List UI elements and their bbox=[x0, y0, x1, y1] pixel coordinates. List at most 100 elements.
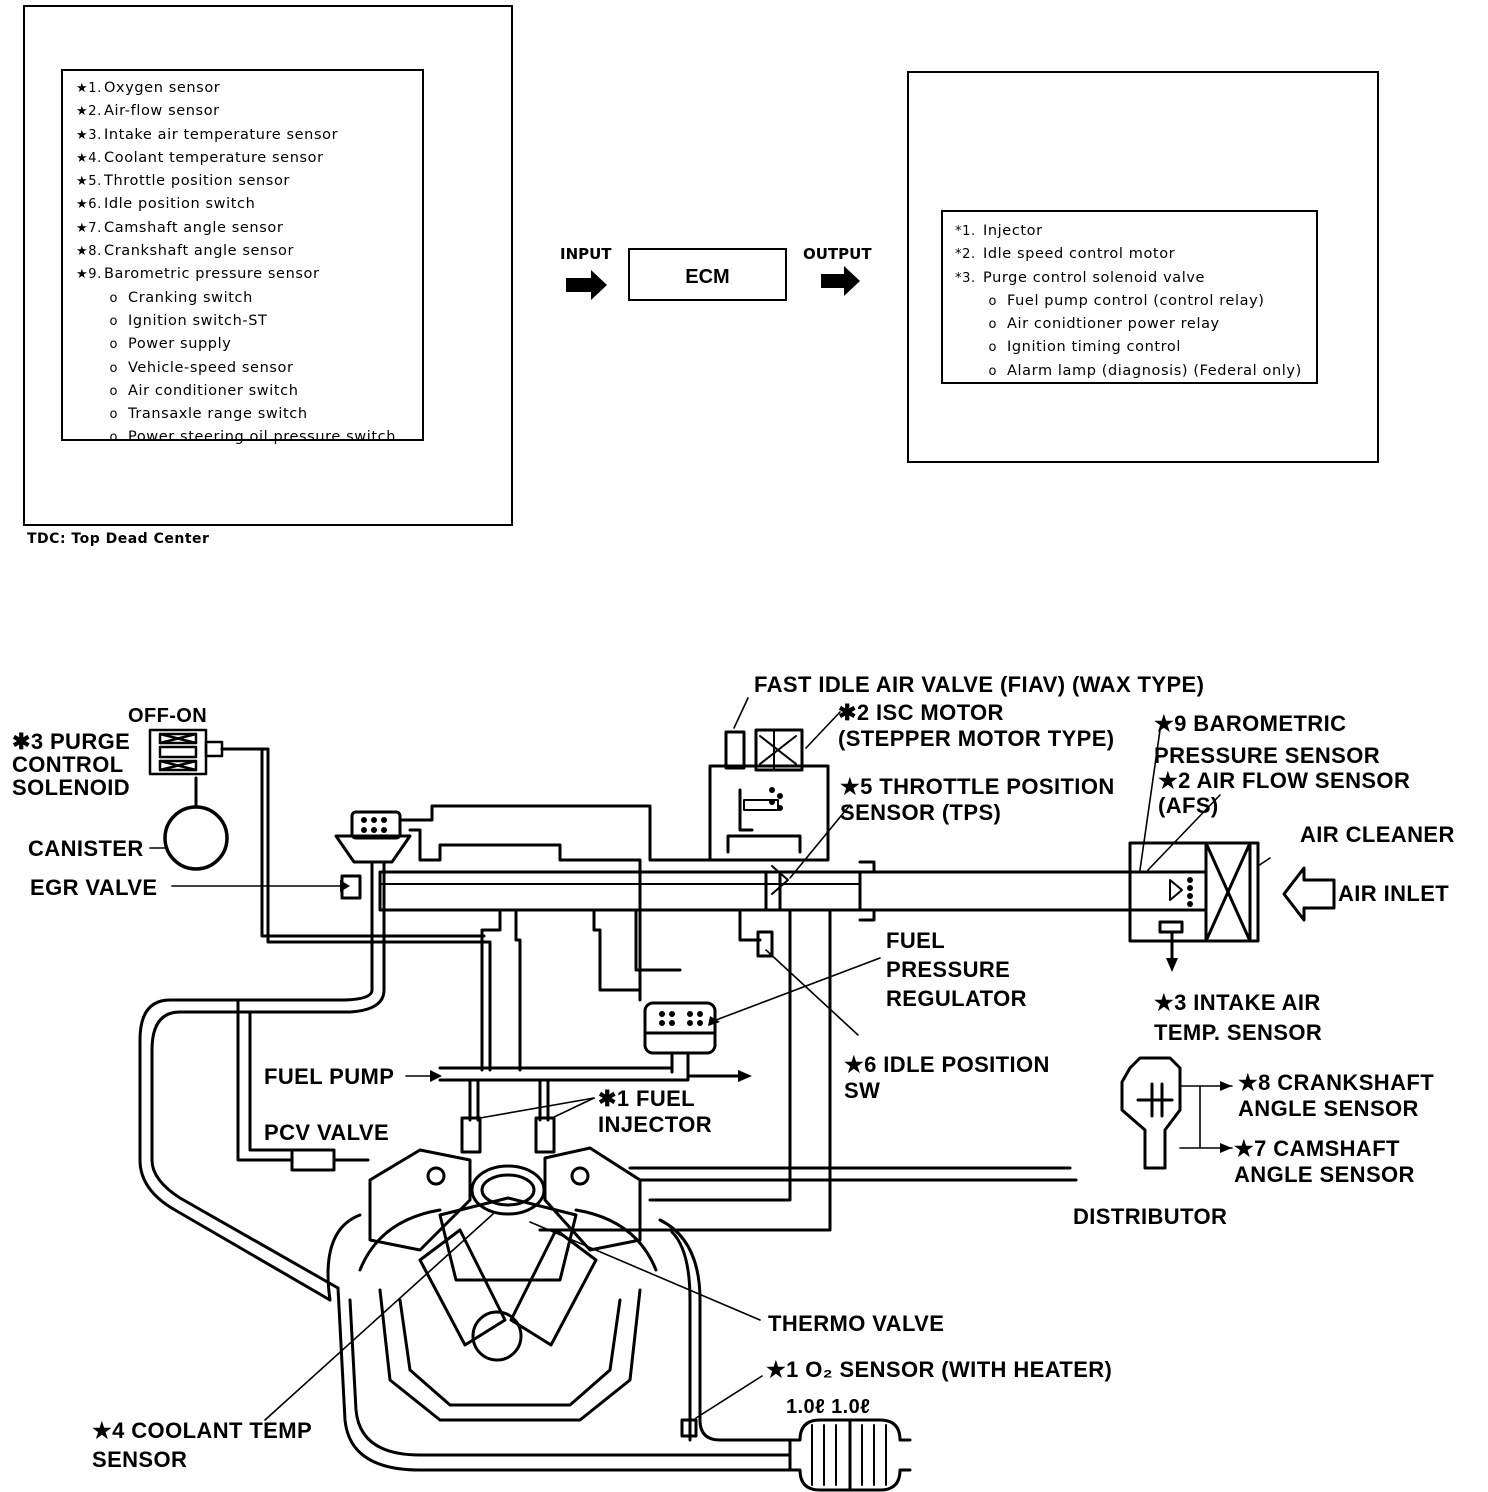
input-item-marker: o bbox=[109, 337, 118, 353]
pcv-valve-label: PCV VALVE bbox=[264, 1120, 390, 1145]
idle-switch-label: ★6 IDLE POSITION SW bbox=[844, 1052, 1050, 1103]
egr-tube bbox=[138, 988, 374, 1302]
footnote: TDC: Top Dead Center bbox=[27, 531, 210, 547]
input-item-text: Idle position switch bbox=[104, 196, 256, 213]
air-cleaner-assembly bbox=[1128, 841, 1260, 972]
input-item-text: Intake air temperature sensor bbox=[104, 126, 339, 143]
canister-label: CANISTER bbox=[28, 836, 144, 861]
input-item: ★5.Throttle position sensor bbox=[76, 170, 396, 193]
exhaust-loop bbox=[326, 1213, 792, 1472]
pcv-valve bbox=[236, 998, 370, 1172]
input-item: ★1.Oxygen sensor bbox=[76, 77, 396, 100]
egr-valve-label: EGR VALVE bbox=[30, 875, 158, 900]
input-item: ★6.Idle position switch bbox=[76, 193, 396, 216]
output-item-marker: o bbox=[988, 317, 997, 333]
o2-sensor bbox=[680, 1418, 698, 1438]
output-item-text: Idle speed control motor bbox=[983, 246, 1176, 263]
output-item-text: Alarm lamp (diagnosis) (Federal only) bbox=[1007, 362, 1302, 379]
input-item: ★2.Air-flow sensor bbox=[76, 100, 396, 123]
input-item-text: Cranking switch bbox=[128, 289, 253, 306]
input-item-marker: ★8. bbox=[76, 244, 102, 260]
output-item: o Fuel pump control (control relay) bbox=[955, 290, 1302, 313]
purge-solenoid bbox=[148, 728, 224, 776]
tps-label: ★5 THROTTLE POSITION SENSOR (TPS) bbox=[840, 774, 1115, 825]
input-item-marker: o bbox=[109, 360, 118, 376]
canister bbox=[163, 805, 229, 871]
input-item-text: Vehicle-speed sensor bbox=[128, 359, 294, 376]
outputs-list-box bbox=[941, 210, 1318, 384]
fuel-pump-label: FUEL PUMP bbox=[264, 1064, 395, 1089]
afs-label: ★2 AIR FLOW SENSOR (AFS) bbox=[1158, 768, 1411, 818]
input-item-marker: o bbox=[109, 290, 118, 306]
input-item: ★3.Intake air temperature sensor bbox=[76, 124, 396, 147]
input-item: o Vehicle-speed sensor bbox=[76, 357, 396, 380]
input-item-marker: o bbox=[109, 430, 118, 446]
o2-sensor-label: ★1 O₂ SENSOR (WITH HEATER) bbox=[766, 1357, 1113, 1382]
output-item-marker: *1. bbox=[955, 224, 976, 239]
output-item-marker: o bbox=[988, 293, 997, 309]
input-item-marker: ★7. bbox=[76, 220, 102, 236]
input-item-text: Power steering oil pressure switch bbox=[128, 429, 396, 446]
input-item: ★4.Coolant temperature sensor bbox=[76, 147, 396, 170]
output-item-text: Fuel pump control (control relay) bbox=[1007, 292, 1265, 309]
input-item: o Power supply bbox=[76, 333, 396, 356]
input-item-text: Power supply bbox=[128, 336, 232, 353]
fpr-label: FUEL PRESSURE REGULATOR bbox=[886, 928, 1027, 1011]
input-item-text: Air conditioner switch bbox=[128, 382, 299, 399]
distributor-label: DISTRIBUTOR bbox=[1073, 1204, 1228, 1229]
input-item-text: Throttle position sensor bbox=[104, 173, 290, 190]
coolant-sensor-label: ★4 COOLANT TEMP SENSOR bbox=[92, 1418, 313, 1472]
plenum-upper bbox=[408, 804, 714, 862]
input-item-text: Crankshaft angle sensor bbox=[104, 243, 295, 260]
intake-manifold bbox=[378, 870, 862, 912]
input-item-marker: ★6. bbox=[76, 197, 102, 213]
output-item-text: Injector bbox=[983, 223, 1043, 239]
input-item-marker: ★2. bbox=[76, 104, 102, 120]
output-item-text: Purge control solenoid valve bbox=[983, 269, 1206, 286]
air-inlet-arrow bbox=[1282, 866, 1336, 922]
isc-housing bbox=[708, 728, 830, 862]
fuel-pressure-regulator bbox=[643, 1001, 717, 1074]
engine-block bbox=[358, 1146, 658, 1422]
fiav-label: FAST IDLE AIR VALVE (FIAV) (WAX TYPE) bbox=[754, 672, 1205, 697]
baro-sensor-label: ★9 BAROMETRIC PRESSURE SENSOR bbox=[1154, 711, 1381, 768]
outputs-outer-frame bbox=[907, 71, 1379, 463]
input-item: ★9.Barometric pressure sensor bbox=[76, 263, 396, 286]
distributor bbox=[1120, 1056, 1182, 1170]
input-item: o Cranking switch bbox=[76, 287, 396, 310]
input-item-marker: o bbox=[109, 407, 118, 423]
input-item-text: Oxygen sensor bbox=[104, 80, 221, 96]
inputs-outer-frame bbox=[23, 5, 513, 526]
injector-left bbox=[460, 1116, 482, 1154]
catalyst-capacity-label: 1.0ℓ 1.0ℓ bbox=[786, 1396, 871, 1418]
purge-solenoid-label: ✱3 PURGE CONTROL SOLENOID bbox=[12, 729, 131, 800]
catalytic-converter bbox=[788, 1418, 912, 1492]
output-item-marker: *3. bbox=[955, 270, 976, 286]
injector-right bbox=[534, 1116, 556, 1154]
isc-motor-label: ✱2 ISC MOTOR (STEPPER MOTOR TYPE) bbox=[838, 700, 1115, 751]
input-item-text: Coolant temperature sensor bbox=[104, 149, 324, 166]
input-item-marker: ★1. bbox=[76, 81, 102, 96]
output-item: *3. Purge control solenoid valve bbox=[955, 267, 1302, 290]
injector-label: ✱1 FUEL INJECTOR bbox=[598, 1086, 713, 1137]
ecm-label: ECM bbox=[685, 266, 730, 288]
input-item: ★8.Crankshaft angle sensor bbox=[76, 240, 396, 263]
input-item-marker: ★5. bbox=[76, 174, 102, 190]
off-on-label: OFF-ON bbox=[128, 705, 208, 727]
cam-sensor-label: ★7 CAMSHAFT ANGLE SENSOR bbox=[1234, 1136, 1415, 1187]
input-item-marker: ★3. bbox=[76, 127, 102, 143]
input-item-text: Air-flow sensor bbox=[104, 103, 220, 120]
input-item-marker: ★9. bbox=[76, 267, 102, 283]
intake-temp-label: ★3 INTAKE AIR TEMP. SENSOR bbox=[1154, 990, 1323, 1045]
input-item: ★7.Camshaft angle sensor bbox=[76, 217, 396, 240]
thermo-valve-label: THERMO VALVE bbox=[768, 1311, 945, 1336]
purge-hose bbox=[220, 747, 492, 1072]
output-item-text: Ignition timing control bbox=[1007, 339, 1182, 356]
input-item-marker: o bbox=[109, 383, 118, 399]
runner-left bbox=[480, 908, 502, 1072]
